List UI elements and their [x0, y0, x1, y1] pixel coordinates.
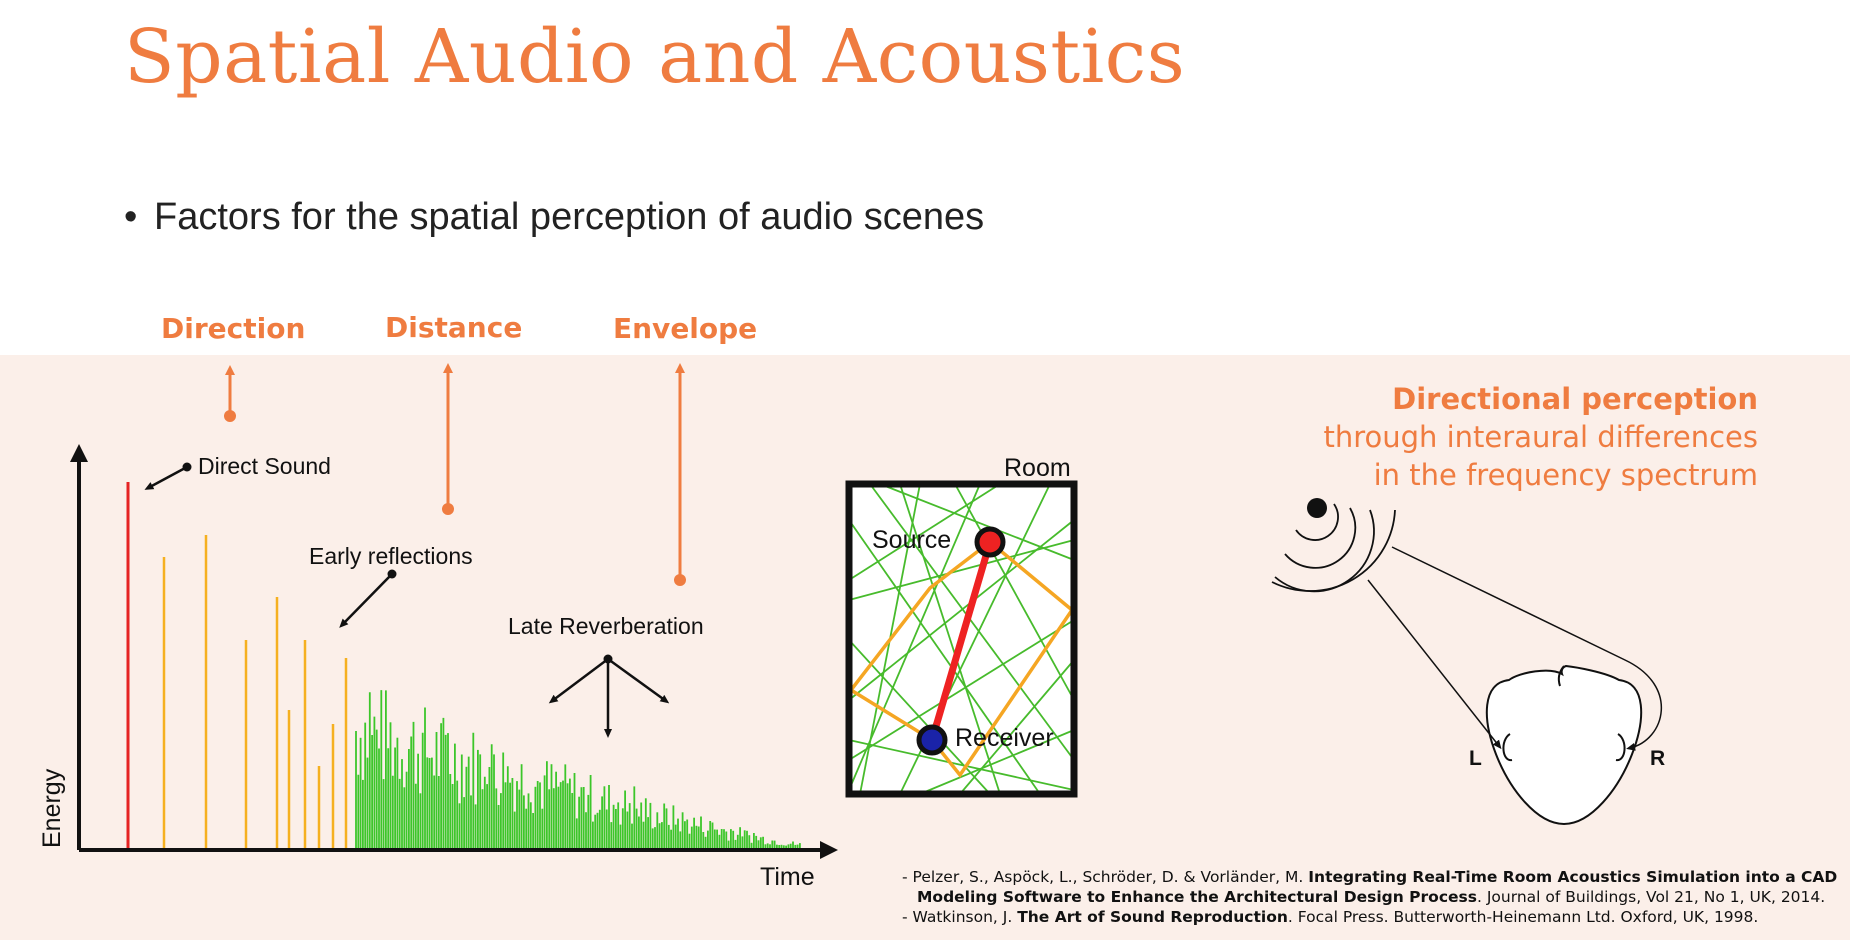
reference-1-cont: Modeling Software to Enhance the Archite… — [902, 887, 1837, 907]
sound-wave-icon — [1271, 503, 1396, 593]
room-walls — [845, 480, 1078, 798]
reference-1-source: . Journal of Buildings, Vol 21, No 1, UK… — [1476, 888, 1826, 906]
room-source-label: Source — [872, 526, 951, 554]
room-diagram — [845, 480, 1078, 798]
room-source-point — [974, 526, 1006, 558]
room-direct-path — [928, 541, 994, 741]
room-early-reflection-path — [848, 540, 1075, 778]
reference-2-title: The Art of Sound Reproduction — [1017, 908, 1288, 926]
room-label: Room — [1004, 454, 1071, 482]
time-axis-label: Time — [760, 863, 815, 891]
time-axis-arrowhead — [820, 841, 838, 859]
references: - Pelzer, S., Aspöck, L., Schröder, D. &… — [902, 867, 1837, 927]
right-ear-path — [1391, 546, 1663, 751]
directional-caption-line1: Directional perception — [1392, 382, 1758, 416]
factor-direction: Direction — [161, 312, 306, 345]
bullet-point: • Factors for the spatial perception of a… — [124, 196, 984, 239]
directional-caption-line2: through interaural differences — [1323, 420, 1758, 454]
factor-distance-arrow — [442, 363, 454, 515]
factor-distance: Distance — [385, 311, 523, 344]
late-reverberation-pointers — [548, 654, 670, 738]
slide-title: Spatial Audio and Acoustics — [124, 14, 1186, 100]
reference-2-authors: - Watkinson, J. — [902, 908, 1018, 926]
reference-1-title: Integrating Real-Time Room Acoustics Sim… — [1308, 868, 1838, 886]
interaural-diagram — [1271, 498, 1663, 826]
direct-sound-label: Direct Sound — [198, 453, 331, 479]
reference-1-title-cont: Modeling Software to Enhance the Archite… — [917, 888, 1477, 906]
reference-2: - Watkinson, J. The Art of Sound Reprodu… — [902, 907, 1837, 927]
energy-axis-label: Energy — [38, 768, 66, 848]
left-ear-label: L — [1469, 747, 1482, 770]
bullet-text: Factors for the spatial perception of au… — [154, 196, 985, 238]
right-ear — [1615, 733, 1626, 762]
bullet-dot: • — [124, 196, 138, 238]
left-ear — [1502, 733, 1513, 762]
factor-direction-arrow — [224, 365, 236, 422]
reference-2-source: . Focal Press. Butterworth-Heinemann Ltd… — [1287, 908, 1759, 926]
reference-1-authors: - Pelzer, S., Aspöck, L., Schröder, D. &… — [902, 868, 1309, 886]
directional-caption-line3: in the frequency spectrum — [1373, 458, 1758, 492]
right-ear-label: R — [1650, 747, 1665, 770]
factor-envelope: Envelope — [613, 312, 758, 345]
directional-perception-caption: Directional perception through interaura… — [1323, 380, 1758, 494]
room-receiver-point — [916, 724, 948, 756]
left-ear-path — [1367, 579, 1502, 750]
energy-time-axes — [70, 444, 838, 859]
early-reflections-label: Early reflections — [309, 543, 473, 569]
impulse-response-bars — [126, 482, 801, 850]
factor-envelope-arrow — [674, 363, 686, 586]
energy-axis-arrowhead — [70, 444, 88, 462]
room-receiver-label: Receiver — [955, 724, 1054, 752]
sound-source-dot — [1307, 498, 1327, 518]
early-reflections-pointer — [339, 569, 397, 628]
direct-sound-pointer — [144, 462, 192, 490]
late-reverberation-label: Late Reverberation — [508, 613, 704, 639]
head-outline-icon — [1485, 664, 1643, 826]
reference-1: - Pelzer, S., Aspöck, L., Schröder, D. &… — [902, 867, 1837, 887]
